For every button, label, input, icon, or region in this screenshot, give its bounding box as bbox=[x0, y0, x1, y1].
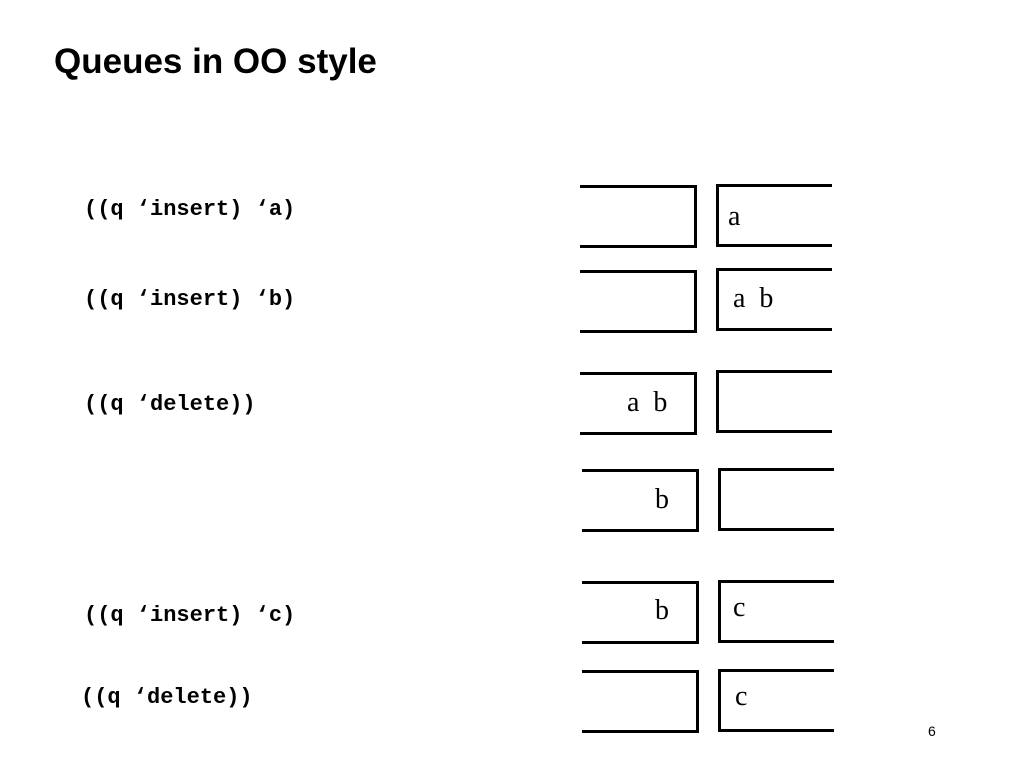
queue-rear-box bbox=[716, 184, 832, 247]
queue-rear-contents: c bbox=[735, 681, 748, 712]
code-line-delete: ((q ‘delete)) bbox=[81, 685, 253, 710]
page-number: 6 bbox=[928, 723, 936, 739]
queue-front-contents: b bbox=[655, 595, 669, 626]
queue-rear-box bbox=[718, 580, 834, 643]
code-line-insert-a: ((q ‘insert) ‘a) bbox=[84, 197, 296, 222]
queue-rear-contents: a b bbox=[733, 283, 774, 314]
queue-rear-box bbox=[718, 468, 834, 531]
queue-front-box bbox=[580, 372, 697, 435]
queue-rear-box bbox=[716, 370, 832, 433]
queue-front-box bbox=[580, 270, 697, 333]
queue-rear-contents: a bbox=[728, 201, 741, 232]
queue-rear-box bbox=[718, 669, 834, 732]
queue-rear-contents: c bbox=[733, 592, 746, 623]
slide-title: Queues in OO style bbox=[54, 42, 377, 81]
queue-rear-box bbox=[716, 268, 832, 331]
queue-front-box bbox=[582, 581, 699, 644]
queue-front-contents: a b bbox=[627, 387, 668, 418]
code-line-insert-b: ((q ‘insert) ‘b) bbox=[84, 287, 296, 312]
queue-front-box bbox=[582, 670, 699, 733]
queue-front-box bbox=[582, 469, 699, 532]
code-line-insert-c: ((q ‘insert) ‘c) bbox=[84, 603, 296, 628]
code-line-delete: ((q ‘delete)) bbox=[84, 392, 256, 417]
queue-front-contents: b bbox=[655, 484, 669, 515]
queue-front-box bbox=[580, 185, 697, 248]
